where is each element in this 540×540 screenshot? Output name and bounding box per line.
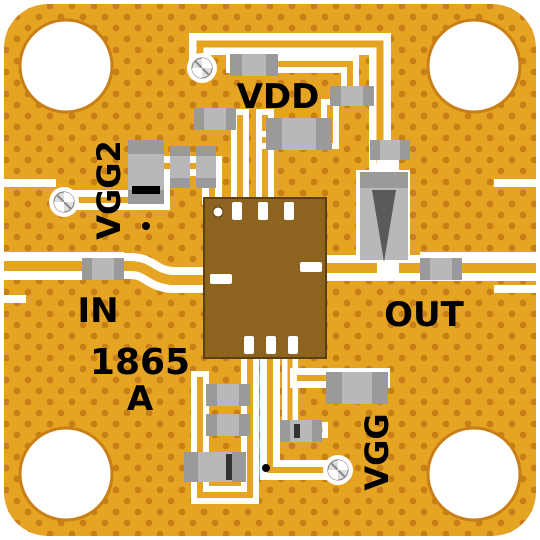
screw-terminal-icon[interactable]	[323, 455, 353, 485]
capacitor-vgg2-small-b	[196, 146, 216, 188]
capacitor-vdd-large	[266, 118, 332, 150]
polarity-dot-vgg2	[142, 222, 150, 230]
mounting-hole-bottom-right	[426, 426, 522, 522]
capacitor-vgg-small	[280, 420, 322, 442]
capacitor-vgg-large	[184, 452, 246, 482]
screw-terminal-icon[interactable]	[49, 187, 79, 217]
label-vdd: VDD	[237, 77, 320, 117]
label-part-number: 1865	[90, 342, 190, 383]
inductor-out	[356, 170, 410, 262]
pin1-marker	[212, 206, 224, 218]
polarity-dot-vgg	[262, 464, 270, 472]
mounting-hole-bottom-left	[18, 426, 114, 522]
label-vgg2: VGG2	[90, 140, 128, 240]
label-in: IN	[77, 291, 118, 331]
resistor-vdd	[194, 108, 236, 130]
capacitor-vdd-right	[330, 86, 374, 106]
capacitor-out-top	[370, 140, 410, 160]
capacitor-vgg-right	[326, 372, 388, 404]
screw-terminal-icon[interactable]	[187, 53, 217, 83]
smd-components	[82, 54, 462, 482]
mounting-hole-top-left	[18, 18, 114, 114]
label-vgg: VGG	[358, 413, 396, 490]
rf-traces	[4, 253, 536, 293]
capacitor-vdd-top	[230, 54, 278, 76]
label-revision: A	[127, 379, 154, 419]
capacitor-vgg2-small-a	[170, 146, 190, 188]
resistor-vgg-b	[206, 414, 250, 436]
capacitor-in-dc-block	[82, 258, 124, 280]
label-out: OUT	[384, 295, 465, 335]
mmic-chip	[203, 197, 327, 359]
resistor-vgg-a	[206, 384, 250, 406]
capacitor-out-dc-block	[420, 258, 462, 280]
capacitor-vgg2-large	[128, 140, 164, 204]
mounting-hole-top-right	[426, 18, 522, 114]
chip-pads	[210, 202, 322, 354]
